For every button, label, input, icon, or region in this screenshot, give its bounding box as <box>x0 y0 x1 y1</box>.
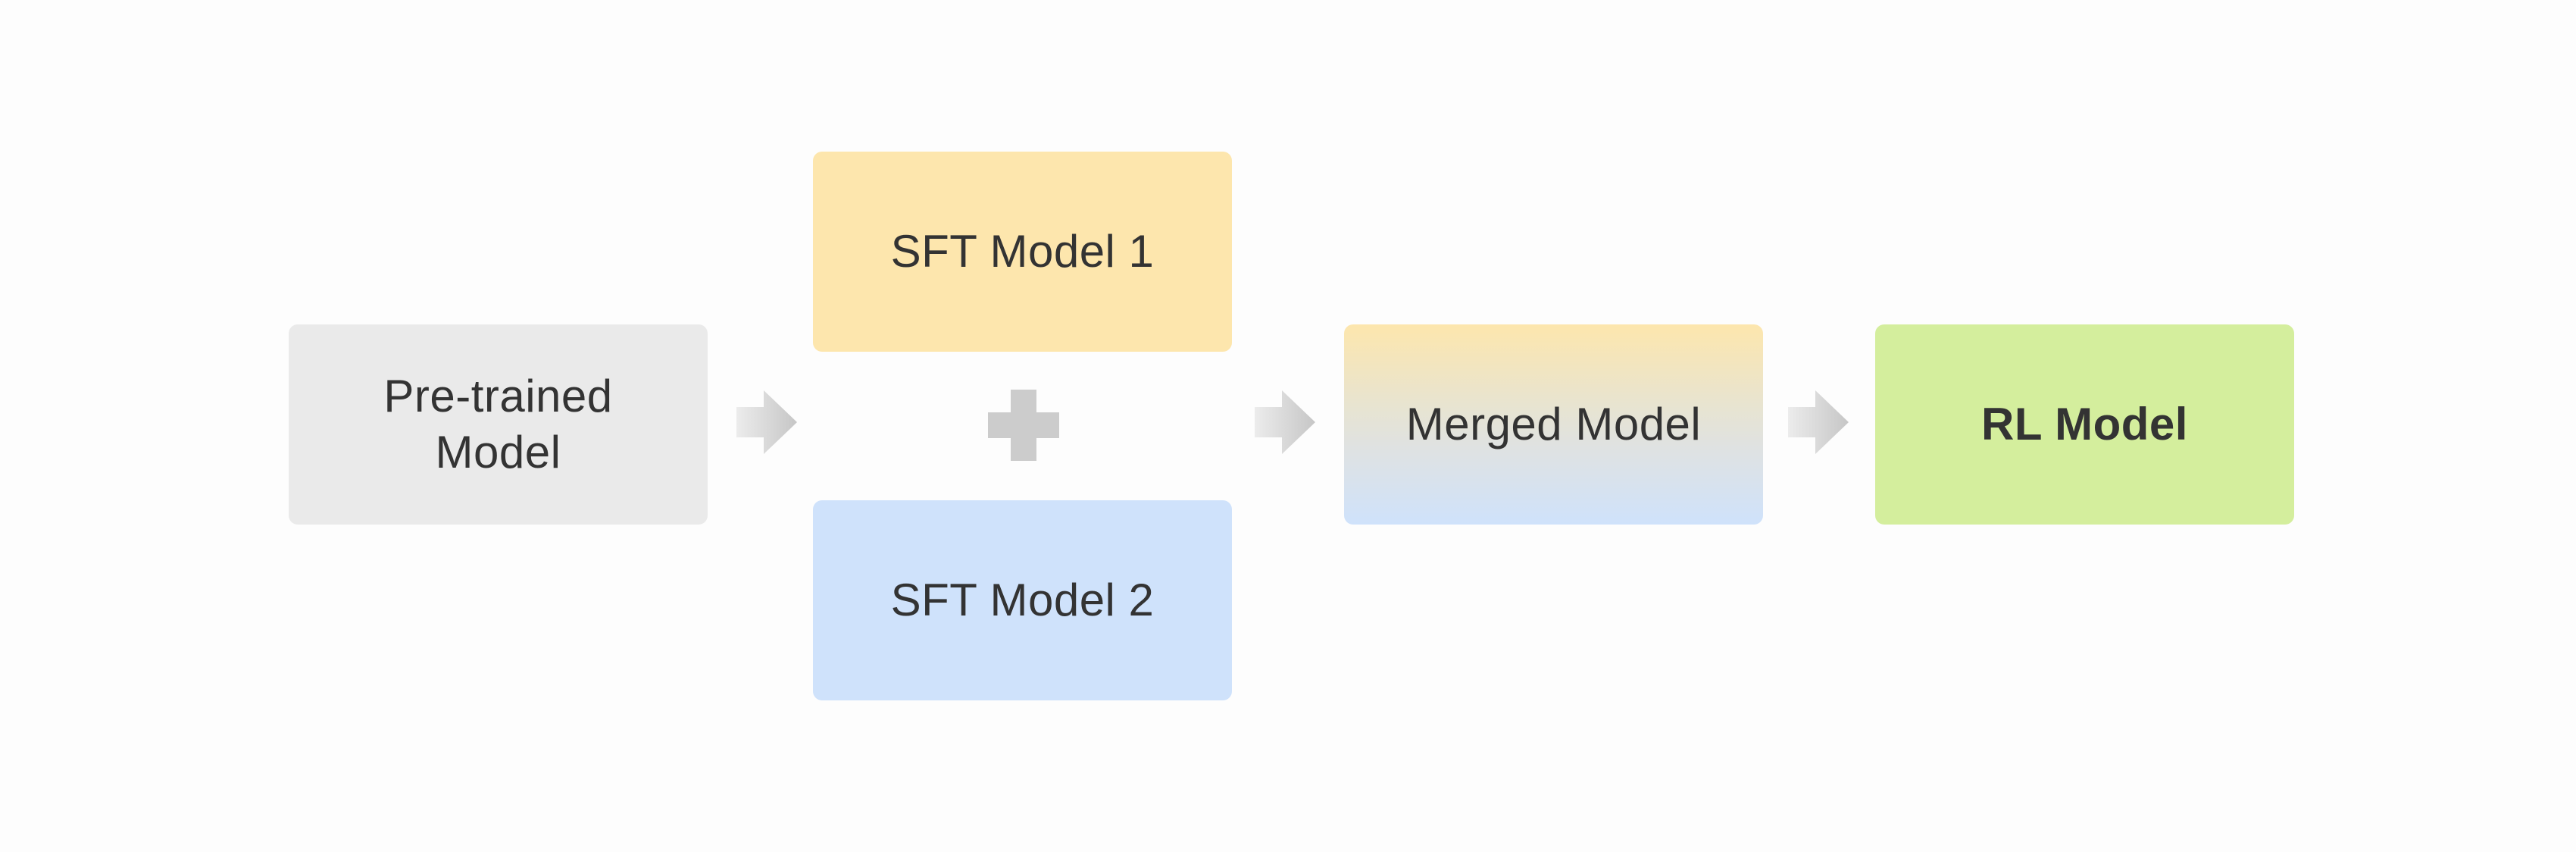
rl-model-label: RL Model <box>1981 399 2188 449</box>
pretrained-model-label-line2: Model <box>435 427 561 478</box>
sft-model-2-node: SFT Model 2 <box>813 500 1232 700</box>
plus-icon <box>988 390 1059 461</box>
arrow-right-icon <box>1255 390 1315 454</box>
merged-model-node: Merged Model <box>1344 324 1763 525</box>
sft-model-1-label: SFT Model 1 <box>890 226 1155 277</box>
rl-model-node: RL Model <box>1875 324 2294 525</box>
pretrained-model-node: Pre-trained Model <box>289 324 708 525</box>
pretrained-model-label-line1: Pre-trained <box>383 371 613 421</box>
pretrained-model-label: Pre-trained Model <box>383 368 612 481</box>
sft-model-2-label: SFT Model 2 <box>890 575 1155 625</box>
arrow-right-icon <box>1788 390 1849 454</box>
merged-model-label: Merged Model <box>1405 399 1702 449</box>
arrow-right-icon <box>736 390 797 454</box>
sft-model-1-node: SFT Model 1 <box>813 152 1232 352</box>
